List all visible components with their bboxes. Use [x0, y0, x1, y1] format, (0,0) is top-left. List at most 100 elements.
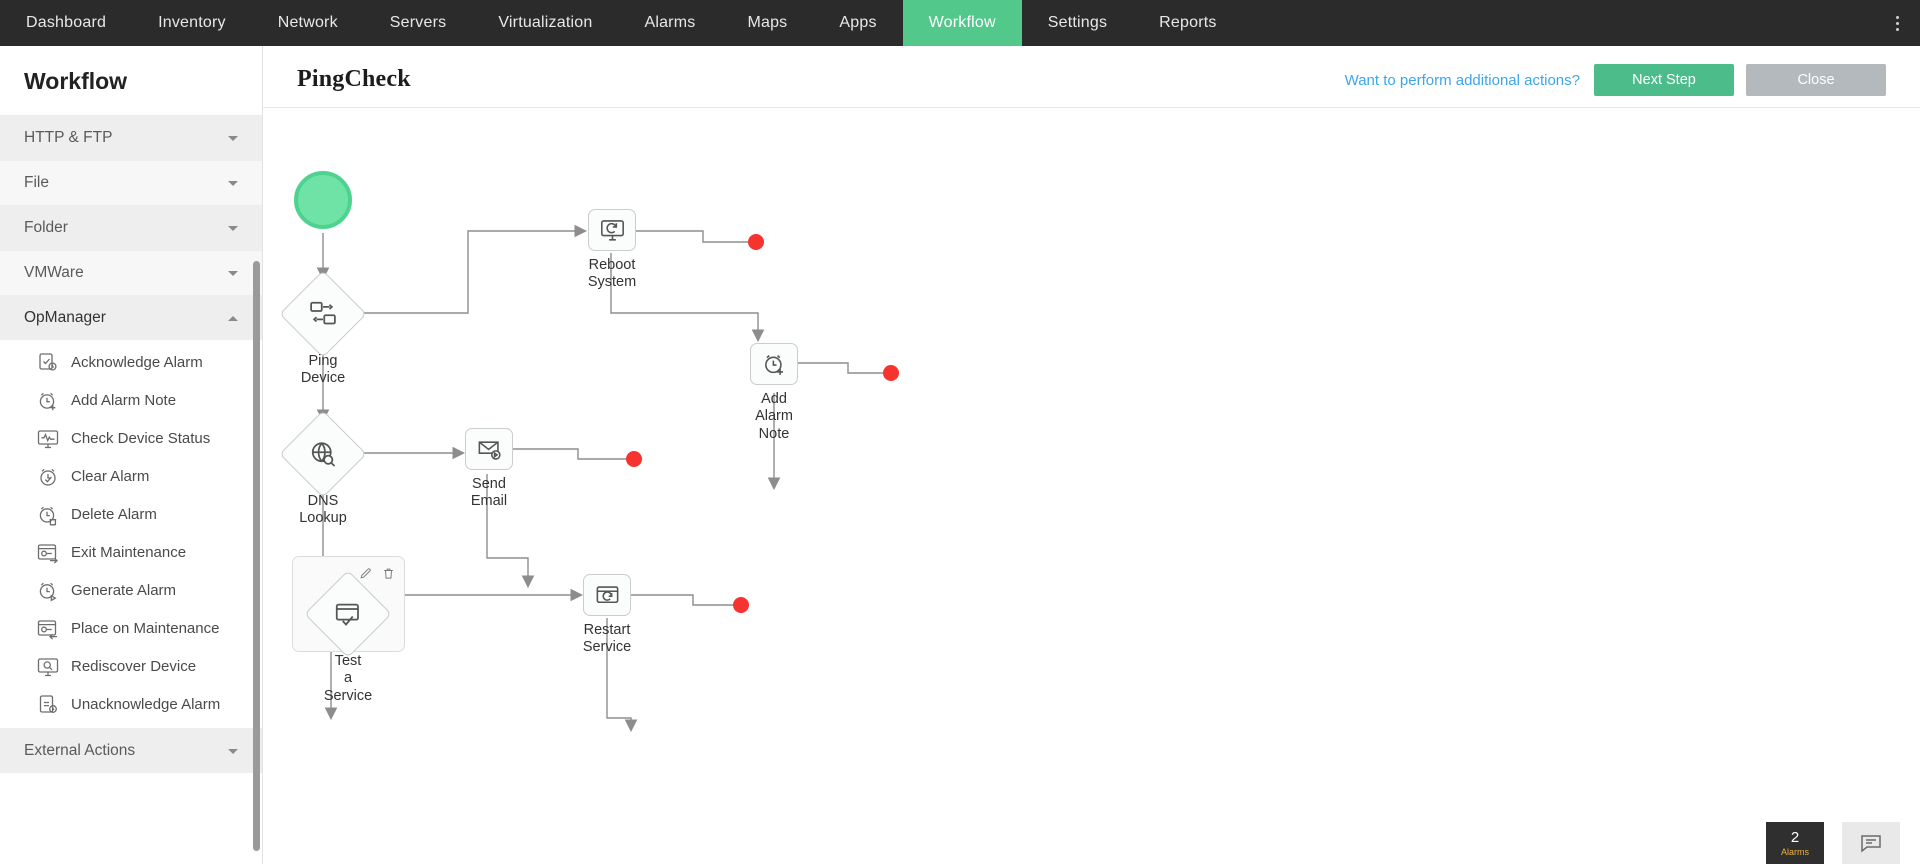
top-navigation-bar: Dashboard Inventory Network Servers Virt… — [0, 0, 1920, 46]
page-title: PingCheck — [297, 66, 411, 92]
overflow-menu-icon[interactable] — [1882, 0, 1912, 46]
send-email-icon — [465, 428, 513, 470]
reboot-system-icon — [588, 209, 636, 251]
clear-alarm-icon — [36, 465, 60, 489]
generate-alarm-icon — [36, 579, 60, 603]
alarm-count-badge[interactable]: 2 Alarms — [1766, 822, 1824, 864]
node-start[interactable] — [294, 171, 352, 229]
nav-item-virtualization[interactable]: Virtualization — [498, 14, 593, 31]
sidebar-group-folder[interactable]: Folder — [0, 205, 262, 250]
nav-item-alarms[interactable]: Alarms — [644, 14, 696, 31]
content-header: PingCheck Want to perform additional act… — [263, 46, 1920, 108]
start-circle-icon — [294, 171, 352, 229]
delete-icon[interactable] — [382, 567, 395, 580]
sidebar-item-label: Clear Alarm — [71, 467, 150, 485]
sidebar-item-label: Delete Alarm — [71, 505, 157, 523]
end-dot[interactable] — [626, 451, 642, 467]
sidebar-item-label: Generate Alarm — [71, 581, 177, 599]
sidebar-item-label: Exit Maintenance — [71, 543, 187, 561]
nav-item-settings[interactable]: Settings — [1047, 14, 1108, 31]
sidebar-item-label: Place on Maintenance — [71, 619, 220, 637]
sidebar-group-file[interactable]: File — [0, 160, 262, 205]
nav-item-network[interactable]: Network — [277, 14, 338, 31]
sidebar-group-label: Folder — [24, 219, 68, 236]
sidebar-item-add-alarm-note[interactable]: Add Alarm Note — [0, 382, 262, 420]
close-button[interactable]: Close — [1746, 64, 1886, 96]
sidebar-item-delete-alarm[interactable]: Delete Alarm — [0, 496, 262, 534]
nav-item-workflow[interactable]: Workflow — [902, 0, 1022, 46]
sidebar-item-label: Rediscover Device — [71, 657, 197, 675]
place-on-maintenance-icon — [36, 617, 60, 641]
nav-item-reports[interactable]: Reports — [1159, 14, 1217, 31]
sidebar-item-check-device-status[interactable]: Check Device Status — [0, 420, 262, 458]
sidebar-group-label: HTTP & FTP — [24, 129, 113, 146]
ping-device-icon — [292, 283, 354, 345]
nav-item-dashboard[interactable]: Dashboard — [26, 14, 107, 31]
sidebar-group-vmware[interactable]: VMWare — [0, 250, 262, 295]
chevron-down-icon — [228, 270, 238, 276]
sidebar-item-label: Add Alarm Note — [71, 391, 177, 409]
sidebar-item-clear-alarm[interactable]: Clear Alarm — [0, 458, 262, 496]
exit-maintenance-icon — [36, 541, 60, 565]
sidebar-item-label: Check Device Status — [71, 429, 211, 447]
rediscover-device-icon — [36, 655, 60, 679]
alarm-count: 2 — [1790, 828, 1800, 846]
nav-item-maps[interactable]: Maps — [747, 14, 788, 31]
node-selection-tools[interactable] — [359, 567, 395, 580]
sidebar-item-label: Acknowledge Alarm — [71, 353, 203, 371]
additional-actions-link[interactable]: Want to perform additional actions? — [1344, 72, 1580, 89]
acknowledge-alarm-icon — [36, 351, 60, 375]
sidebar-item-acknowledge-alarm[interactable]: Acknowledge Alarm — [0, 344, 262, 382]
dns-lookup-icon — [292, 423, 354, 485]
chevron-down-icon — [228, 135, 238, 141]
alarm-caption: Alarms — [1780, 846, 1809, 857]
sidebar-group-label: File — [24, 174, 49, 191]
next-step-button[interactable]: Next Step — [1594, 64, 1734, 96]
sidebar-opmanager-items: Acknowledge Alarm Add Alarm Note — [0, 340, 262, 726]
end-dot[interactable] — [883, 365, 899, 381]
sidebar-item-rediscover-device[interactable]: Rediscover Device — [0, 648, 262, 686]
sidebar-title: Workflow — [24, 68, 128, 94]
sidebar-group-label: External Actions — [24, 742, 136, 759]
end-dot[interactable] — [748, 234, 764, 250]
chat-widget[interactable] — [1842, 822, 1900, 864]
sidebar-group-http-ftp[interactable]: HTTP & FTP — [0, 115, 262, 160]
sidebar-item-generate-alarm[interactable]: Generate Alarm — [0, 572, 262, 610]
nav-item-inventory[interactable]: Inventory — [158, 14, 226, 31]
sidebar-group-external-actions[interactable]: External Actions — [0, 728, 262, 773]
chat-icon — [1859, 831, 1883, 855]
sidebar-scrollbar[interactable] — [253, 261, 260, 851]
edit-icon[interactable] — [359, 567, 372, 580]
chevron-down-icon — [228, 225, 238, 231]
sidebar-item-exit-maintenance[interactable]: Exit Maintenance — [0, 534, 262, 572]
nav-item-servers[interactable]: Servers — [389, 14, 447, 31]
check-device-status-icon — [36, 427, 60, 451]
sidebar-item-place-on-maintenance[interactable]: Place on Maintenance — [0, 610, 262, 648]
sidebar-item-unacknowledge-alarm[interactable]: Unacknowledge Alarm — [0, 686, 262, 724]
add-alarm-note-icon — [750, 343, 798, 385]
chevron-down-icon — [228, 748, 238, 754]
sidebar-group-opmanager[interactable]: OpManager — [0, 295, 262, 340]
main-content: PingCheck Want to perform additional act… — [263, 46, 1920, 864]
chevron-down-icon — [228, 180, 238, 186]
connector-lines — [316, 224, 883, 733]
sidebar: Workflow HTTP & FTP File Folder VMWare O… — [0, 46, 263, 864]
end-dot[interactable] — [733, 597, 749, 613]
unacknowledge-alarm-icon — [36, 693, 60, 717]
sidebar-group-label: VMWare — [24, 264, 84, 281]
sidebar-group-label: OpManager — [24, 309, 106, 326]
nav-item-apps[interactable]: Apps — [839, 14, 877, 31]
chevron-up-icon — [228, 315, 238, 321]
sidebar-item-label: Unacknowledge Alarm — [71, 695, 221, 713]
